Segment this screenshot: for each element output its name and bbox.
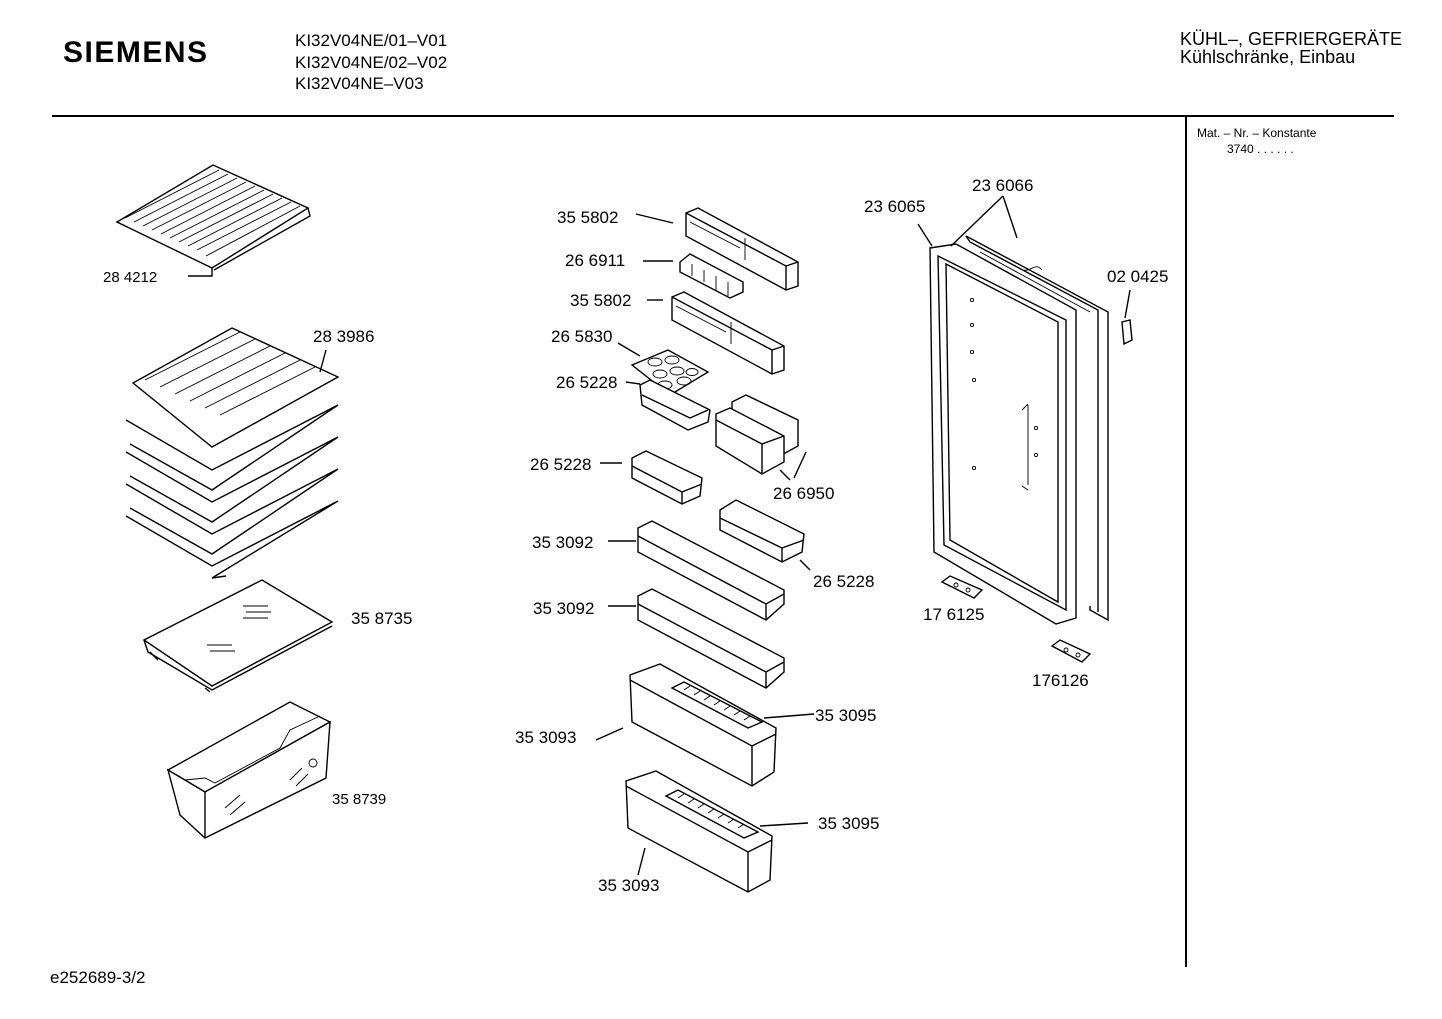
glass-shelves-drawing[interactable] <box>125 327 340 579</box>
bottle-rack-1-drawing[interactable] <box>629 663 777 787</box>
model-list: KI32V04NE/01–V01 KI32V04NE/02–V02 KI32V0… <box>295 30 447 95</box>
part-label: 35 8739 <box>332 791 386 808</box>
part-label: 02 0425 <box>1107 267 1168 286</box>
part-label: 35 3095 <box>818 814 879 833</box>
leader-line <box>763 713 815 719</box>
leader-line <box>617 342 641 357</box>
door-shelf-1-drawing[interactable] <box>637 520 785 621</box>
leader-line <box>625 381 641 385</box>
part-label: 35 5802 <box>557 208 618 227</box>
bottle-rack-2-drawing[interactable] <box>625 770 773 893</box>
part-label: 26 5830 <box>551 327 612 346</box>
leader-line <box>793 451 807 479</box>
leader-line <box>917 223 933 247</box>
leader-line <box>1124 289 1131 319</box>
part-label: 26 5228 <box>813 572 874 591</box>
part-label: 35 3093 <box>515 728 576 747</box>
small-bin-right-drawing[interactable] <box>719 499 805 563</box>
part-label: 176126 <box>1032 671 1089 690</box>
part-label: 26 6950 <box>773 484 834 503</box>
leader-line <box>950 195 1004 247</box>
door-shelf-second-drawing[interactable] <box>671 291 785 375</box>
wire-shelf-drawing[interactable] <box>115 164 311 277</box>
leader-line <box>799 559 811 571</box>
part-label: 26 6911 <box>565 251 625 270</box>
part-label: 35 8735 <box>351 609 412 628</box>
crisper-drawing[interactable] <box>166 701 332 839</box>
drawing-id: e252689-3/2 <box>50 968 146 987</box>
model-number: KI32V04NE/02–V02 <box>295 52 448 72</box>
leader-line <box>319 349 327 373</box>
leader-line <box>637 847 646 876</box>
glass-plate-drawing[interactable] <box>142 579 334 693</box>
sidebar-divider <box>1185 117 1187 967</box>
leader-line <box>635 213 674 224</box>
leader-line <box>779 469 791 481</box>
leader-line <box>1002 195 1018 239</box>
handle-cap-drawing[interactable] <box>1121 319 1133 346</box>
material-value: 3740 . . . . . . <box>1227 142 1294 156</box>
bin-pair-drawing[interactable] <box>715 394 799 475</box>
model-number: KI32V04NE–V03 <box>295 74 424 93</box>
model-number: KI32V04NE/01–V01 <box>295 31 448 50</box>
material-box: Mat. – Nr. – Konstante 3740 . . . . . . <box>1197 125 1316 157</box>
door-shelf-top-drawing[interactable] <box>685 207 799 291</box>
part-label: 35 5802 <box>570 291 631 310</box>
category-subtitle: Kühlschränke, Einbau <box>1180 47 1356 67</box>
part-label: 23 6066 <box>972 176 1033 195</box>
part-label: 28 3986 <box>313 327 374 346</box>
header-divider <box>52 115 1394 117</box>
part-label: 23 6065 <box>864 197 925 216</box>
door-shelf-2-drawing[interactable] <box>637 588 785 689</box>
leader-line <box>595 727 624 741</box>
hinge-bottom-drawing[interactable] <box>940 575 984 599</box>
small-bin-1-drawing[interactable] <box>639 379 711 431</box>
small-bin-2-drawing[interactable] <box>631 450 703 505</box>
category-block: KÜHL–, GEFRIERGERÄTE Kühlschränke, Einba… <box>1180 30 1402 66</box>
part-label: 35 3095 <box>815 706 876 725</box>
material-label: Mat. – Nr. – Konstante <box>1197 126 1317 140</box>
leader-line <box>759 822 809 827</box>
hinge-lower-drawing[interactable] <box>1050 639 1092 663</box>
part-label: 35 3093 <box>598 876 659 895</box>
brand-logo: SIEMENS <box>63 36 209 69</box>
door-seal-drawing[interactable] <box>929 243 1077 625</box>
part-label: 35 3092 <box>533 599 594 618</box>
part-label: 26 5228 <box>530 455 591 474</box>
part-label: 35 3092 <box>532 533 593 552</box>
part-label: 26 5228 <box>556 373 617 392</box>
part-label: 17 6125 <box>923 605 984 624</box>
egg-holder-drawing[interactable] <box>679 253 744 299</box>
part-label: 28 4212 <box>103 269 157 286</box>
category-title: KÜHL–, GEFRIERGERÄTE <box>1180 29 1403 49</box>
